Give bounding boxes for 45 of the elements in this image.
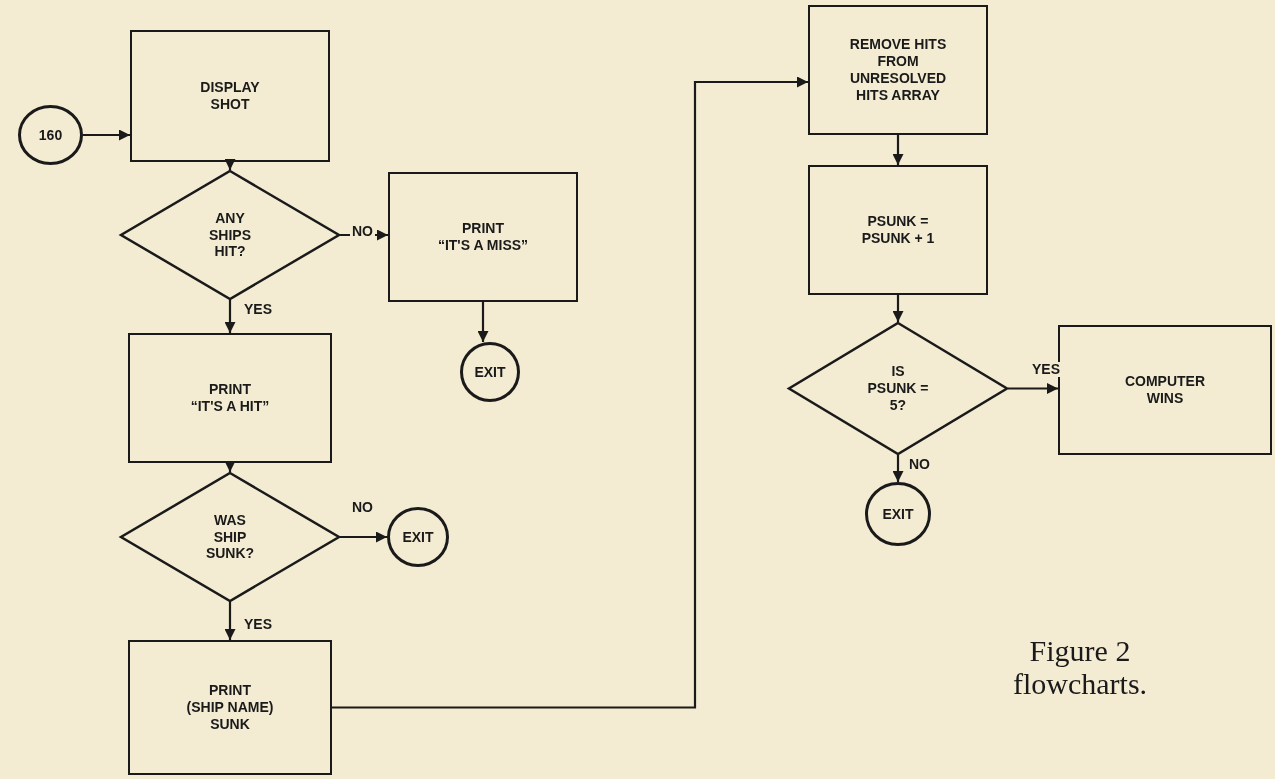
decision-diamond — [120, 472, 340, 602]
process-box — [808, 5, 988, 135]
node-text: COMPUTER WINS — [1123, 373, 1207, 407]
decision-diamond — [788, 322, 1008, 455]
process-box — [128, 640, 332, 775]
arrow — [340, 531, 387, 543]
node-text: “IT'S A MISS” — [437, 237, 529, 254]
node-text: PRINT — [209, 682, 251, 700]
node-text: EXIT — [474, 363, 506, 381]
node-text: DISPLAY SHOT — [199, 79, 261, 113]
node-text: ANY SHIPS HIT? — [208, 209, 252, 261]
arrow — [892, 135, 904, 165]
node-text: EXIT — [882, 505, 914, 523]
process-box — [1058, 325, 1272, 455]
connector-circle — [18, 105, 83, 165]
arrow — [224, 159, 236, 170]
process-box — [128, 333, 332, 463]
process-box — [130, 30, 330, 162]
decision-diamond — [120, 170, 340, 300]
connector-circle — [387, 507, 449, 567]
arrow — [477, 302, 489, 342]
edge-label: YES — [1030, 362, 1062, 378]
node-text: IS PSUNK = 5? — [867, 363, 929, 414]
arrow — [1008, 383, 1058, 394]
arrow — [892, 295, 904, 322]
node-text: PRINT — [209, 381, 251, 398]
arrow — [224, 602, 236, 640]
node-text: WAS SHIP SUNK? — [204, 511, 256, 563]
arrow — [224, 300, 236, 333]
node-text: PSUNK = PSUNK + 1 — [860, 213, 936, 247]
node-text: PRINT — [462, 220, 504, 237]
node-text: EXIT — [402, 528, 434, 546]
node-text: “IT'S A HIT” — [190, 398, 270, 415]
process-box — [808, 165, 988, 295]
node-text: REMOVE HITS FROM UNRESOLVED HITS ARRAY — [848, 36, 948, 104]
arrow — [83, 129, 130, 141]
connector-circle — [460, 342, 520, 402]
node-text: (SHIP NAME) SUNK — [185, 699, 275, 733]
arrow — [332, 76, 808, 709]
process-box — [388, 172, 578, 302]
arrow — [224, 461, 236, 472]
arrow — [892, 455, 904, 482]
figure-caption: Figure 2 flowcharts. — [1011, 634, 1149, 700]
node-text: 160 — [38, 126, 63, 144]
connector-circle — [865, 482, 931, 546]
